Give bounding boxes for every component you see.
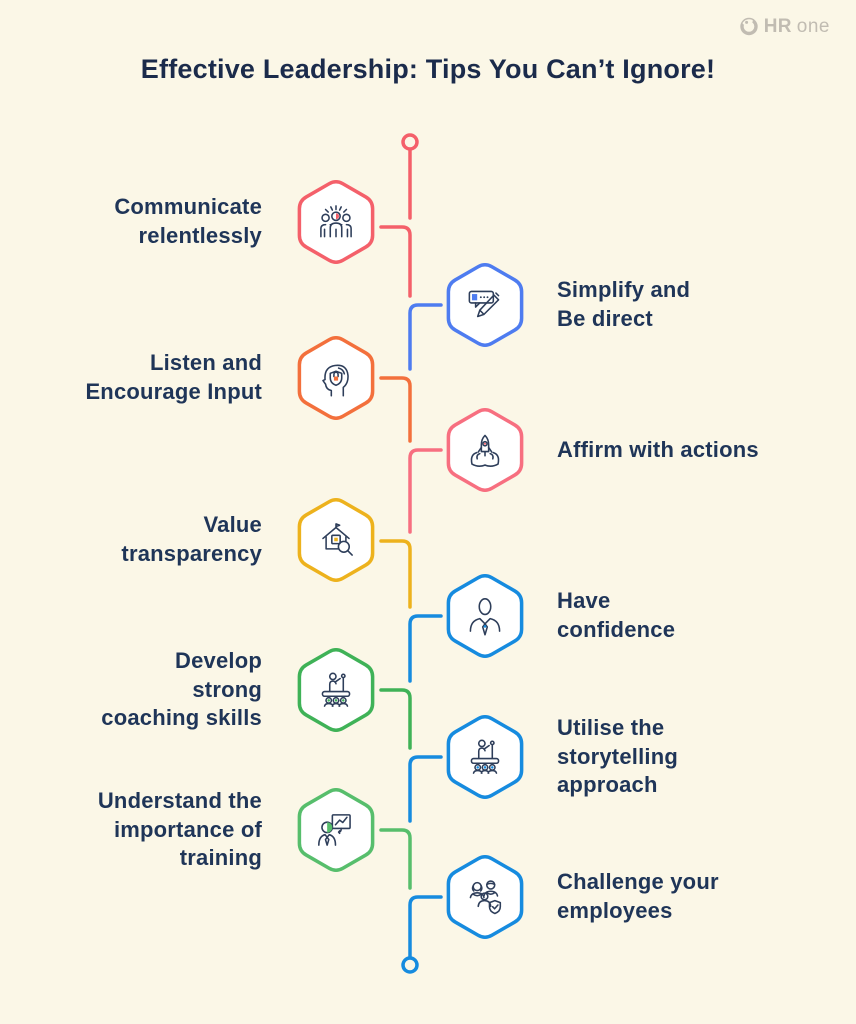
timeline-end-cap: [401, 956, 419, 974]
hands-rocket-icon: [470, 434, 500, 467]
hexagon-value-transparency: [292, 495, 380, 585]
timeline-segment: [408, 614, 443, 683]
hexagon-affirm-with-actions: [441, 405, 529, 495]
hexagon-challenge-your-employees: [441, 852, 529, 942]
hexagon-develop-coaching-skills: [292, 645, 380, 735]
item-label: Understand the importance of training: [97, 788, 262, 870]
person-tie-icon: [469, 598, 501, 636]
presenter-audience-icon: [470, 739, 500, 774]
house-magnifier-icon: [322, 523, 353, 556]
head-shield-icon: [322, 364, 349, 397]
item-label: Challenge your employees: [557, 869, 719, 923]
timeline-segment: [379, 828, 412, 890]
hexagon-listen-encourage-input: [292, 333, 380, 423]
brand-hr: HR: [763, 15, 792, 37]
item-label: Value transparency: [121, 512, 262, 566]
person-chart-icon: [318, 814, 351, 846]
team-shield-icon: [469, 880, 502, 915]
timeline-segment: [408, 895, 443, 959]
message-pen-icon: [468, 290, 500, 318]
item-label: Communicate relentlessly: [114, 194, 262, 248]
people-group-icon: [320, 205, 352, 238]
hexagon-simplify-be-direct: [441, 260, 529, 350]
timeline-segment: [379, 376, 412, 443]
hrone-circle-icon: [740, 17, 758, 36]
timeline-segment: [408, 303, 443, 371]
timeline-segment: [379, 148, 412, 298]
timeline-segment: [379, 539, 412, 609]
item-label: Have confidence: [557, 588, 676, 642]
presenter-audience-icon: [321, 672, 351, 707]
hexagon-importance-of-training: [292, 785, 380, 875]
item-label: Simplify and Be direct: [557, 277, 691, 331]
timeline-segment: [408, 755, 443, 823]
hexagon-communicate-relentlessly: [292, 177, 380, 267]
timeline-start-cap: [401, 133, 419, 151]
timeline-segment: [408, 448, 443, 534]
timeline-segment: [379, 688, 412, 750]
item-label: Listen and Encourage Input: [85, 350, 262, 404]
item-label: Affirm with actions: [557, 437, 759, 462]
item-label: Utilise the storytelling approach: [557, 715, 678, 797]
item-label: Develop strong coaching skills: [101, 648, 262, 730]
page-title: Effective Leadership: Tips You Can’t Ign…: [140, 54, 716, 84]
brand-one: one: [796, 15, 830, 37]
hexagon-have-confidence: [441, 571, 529, 661]
hexagon-storytelling-approach: [441, 712, 529, 802]
